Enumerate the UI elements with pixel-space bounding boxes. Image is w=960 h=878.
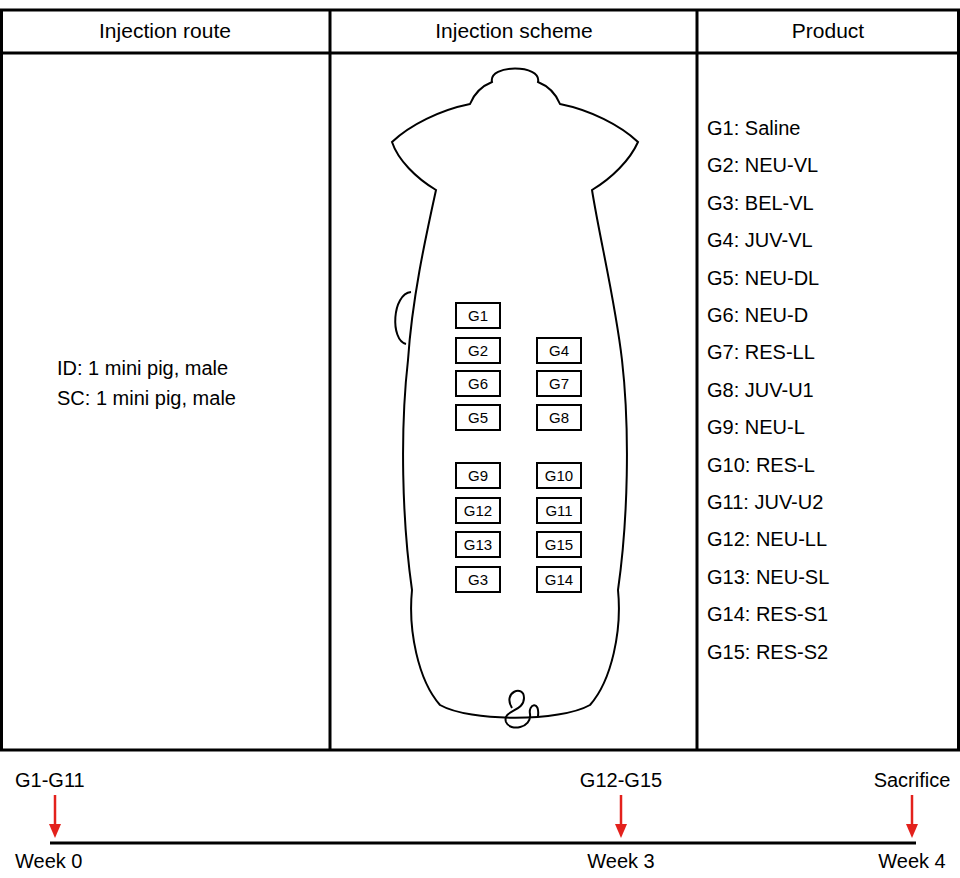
pig-leg	[395, 292, 411, 344]
pig-tail	[506, 691, 539, 728]
table-rule	[0, 52, 960, 55]
group-label: G1	[468, 307, 488, 325]
group-site-box: G3	[455, 566, 501, 593]
product-item: G3: BEL-VL	[707, 191, 814, 215]
time-tick: Week 3	[587, 849, 654, 873]
group-label: G3	[468, 571, 488, 589]
time-axis	[50, 842, 916, 845]
time-event: Sacrifice	[874, 768, 951, 792]
group-label: G4	[549, 342, 569, 360]
product-item: G11: JUV-U2	[707, 490, 823, 514]
table-rule	[696, 10, 699, 750]
group-site-box: G1	[455, 302, 501, 329]
table-rule	[329, 10, 332, 750]
time-group: G1-G11	[15, 768, 85, 792]
group-label: G6	[468, 375, 488, 393]
route-text: SC: 1 mini pig, male	[57, 386, 236, 410]
group-label: G8	[549, 409, 569, 427]
product-item: G15: RES-S2	[707, 640, 828, 664]
product-item: G10: RES-L	[707, 453, 815, 477]
group-site-box: G4	[536, 337, 582, 364]
group-label: G12	[464, 502, 492, 520]
column-header: Injection scheme	[435, 19, 593, 43]
group-site-box: G12	[455, 497, 501, 524]
time-arrow	[54, 795, 57, 826]
time-tick: Week 4	[878, 849, 945, 873]
group-site-box: G7	[536, 370, 582, 397]
product-item: G1: Saline	[707, 116, 800, 140]
timeline	[49, 795, 918, 843]
time-group: G12-G15	[580, 768, 662, 792]
product-item: G12: NEU-LL	[707, 527, 827, 551]
product-item: G5: NEU-DL	[707, 266, 819, 290]
product-item: G8: JUV-U1	[707, 378, 814, 402]
group-site-box: G6	[455, 370, 501, 397]
group-site-box: G2	[455, 337, 501, 364]
group-site-box: G9	[455, 462, 501, 489]
product-item: G13: NEU-SL	[707, 565, 829, 589]
group-label: G2	[468, 342, 488, 360]
group-label: G5	[468, 409, 488, 427]
table-border	[2, 10, 959, 750]
group-site-box: G5	[455, 404, 501, 431]
time-arrow-head	[906, 824, 918, 838]
time-arrow	[911, 795, 914, 826]
product-item: G2: NEU-VL	[707, 153, 818, 177]
group-label: G10	[545, 467, 573, 485]
time-arrow-head	[615, 824, 627, 838]
pig-outline	[392, 69, 638, 718]
group-label: G13	[464, 536, 492, 554]
time-arrow-head	[49, 824, 61, 838]
group-site-box: G8	[536, 404, 582, 431]
group-label: G7	[549, 375, 569, 393]
time-arrow	[620, 795, 623, 826]
column-header: Product	[792, 19, 864, 43]
time-tick: Week 0	[15, 849, 82, 873]
group-label: G14	[545, 571, 573, 589]
group-site-box: G15	[536, 531, 582, 558]
product-item: G7: RES-LL	[707, 340, 815, 364]
route-text: ID: 1 mini pig, male	[57, 356, 228, 380]
product-item: G14: RES-S1	[707, 602, 828, 626]
product-item: G4: JUV-VL	[707, 228, 813, 252]
column-header: Injection route	[99, 19, 231, 43]
group-site-box: G11	[536, 497, 582, 524]
group-site-box: G10	[536, 462, 582, 489]
group-label: G15	[545, 536, 573, 554]
product-item: G9: NEU-L	[707, 415, 805, 439]
group-site-box: G14	[536, 566, 582, 593]
group-site-box: G13	[455, 531, 501, 558]
group-label: G9	[468, 467, 488, 485]
group-label: G11	[545, 502, 572, 520]
product-item: G6: NEU-D	[707, 303, 808, 327]
